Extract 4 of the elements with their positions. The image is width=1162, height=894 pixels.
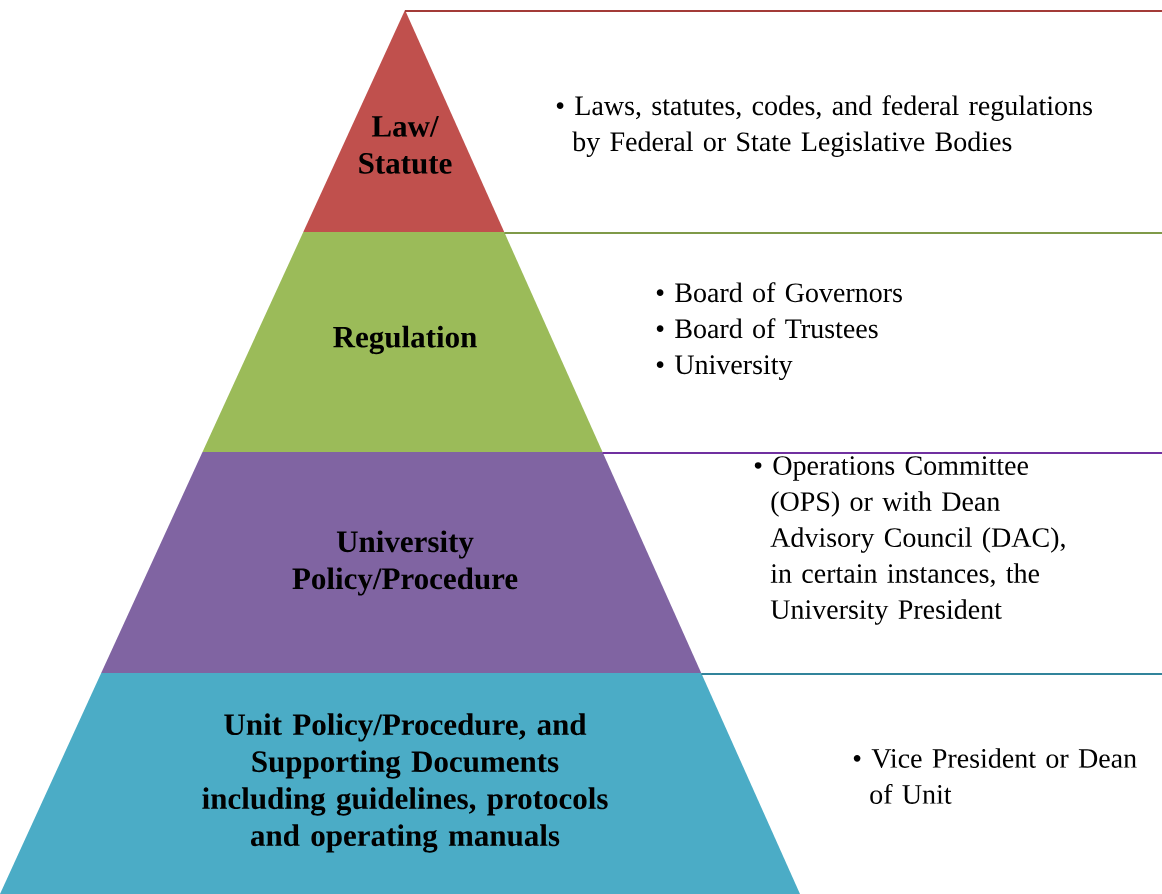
pyramid-band: University Policy/Procedure: [101, 452, 702, 673]
pyramid-band: Regulation: [202, 232, 603, 452]
pyramid-band: Law/ Statute: [303, 10, 505, 232]
pyramid-band: Unit Policy/Procedure, and Supporting Documents including guidelines, protocols and operating manuals: [0, 673, 800, 894]
